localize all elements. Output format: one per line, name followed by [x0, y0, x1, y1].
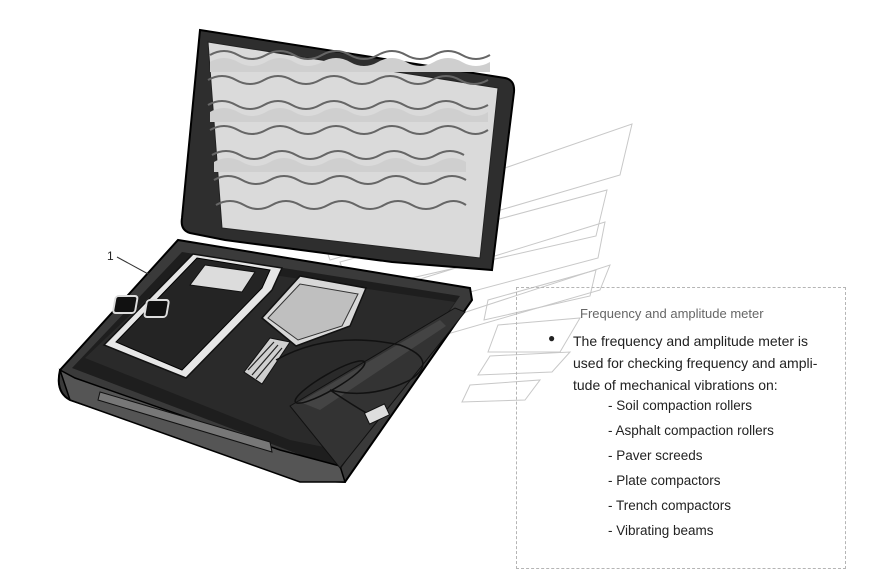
description-text: The frequency and amplitude meter is use… — [573, 330, 835, 396]
application-list: - Soil compaction rollers - Asphalt comp… — [608, 396, 774, 546]
list-item: - Vibrating beams — [608, 523, 714, 538]
list-item: - Asphalt compaction rollers — [608, 423, 774, 438]
list-item: - Paver screeds — [608, 448, 703, 463]
description-line: tude of mechanical vibrations on: — [573, 377, 778, 393]
callout-number: 1 — [107, 249, 114, 263]
description-line: used for checking frequency and ampli- — [573, 355, 818, 371]
bullet-icon: ● — [548, 331, 556, 345]
list-item: - Plate compactors — [608, 473, 721, 488]
callout-leader-line — [116, 256, 151, 276]
description-box — [516, 287, 846, 569]
case-lid — [180, 28, 516, 272]
list-item: - Trench compactors — [608, 498, 732, 513]
description-line: The frequency and amplitude meter is — [573, 333, 809, 349]
meter-device — [102, 253, 284, 379]
description-heading: Frequency and amplitude meter — [580, 306, 764, 321]
vibration-sensor — [243, 275, 424, 425]
list-item: - Soil compaction rollers — [608, 398, 753, 413]
